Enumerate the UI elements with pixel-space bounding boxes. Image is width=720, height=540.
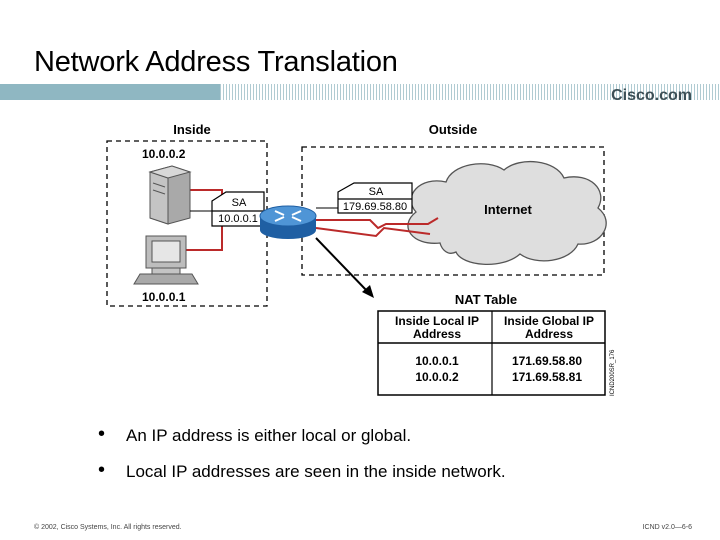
nat-diagram: Inside Outside Internet 10.0.0.2 10.0.0.… (106, 122, 616, 396)
bullet-item: • An IP address is either local or global… (98, 423, 506, 446)
bullet-dot-icon: • (98, 459, 106, 481)
bullet-text: An IP address is either local or global. (126, 426, 412, 445)
nat-table (377, 310, 606, 396)
slide-title: Network Address Translation (34, 46, 398, 78)
inside-label: Inside (173, 122, 211, 137)
pc-ip-label: 10.0.0.1 (142, 290, 186, 304)
bullet-list: • An IP address is either local or global… (98, 423, 506, 498)
server-ip-label: 10.0.0.2 (142, 147, 186, 161)
bullet-item: • Local IP addresses are seen in the insi… (98, 459, 506, 482)
internet-cloud-icon (407, 160, 607, 266)
inside-region (106, 140, 268, 307)
table-header-global-line2: Address (525, 327, 573, 341)
sa-inside-ip: 10.0.0.1 (218, 213, 258, 225)
header-bar-pattern (220, 84, 720, 100)
server-icon (148, 165, 192, 225)
footer-copyright: © 2002, Cisco Systems, Inc. All rights r… (34, 524, 182, 531)
sa-inside-label: SA (232, 197, 247, 209)
figure-id: ICND200SR_176 (610, 349, 616, 396)
outside-label: Outside (429, 122, 477, 137)
footer-course-id: ICND v2.0—6-6 (642, 524, 692, 531)
table-header-local-line1: Inside Local IP (395, 314, 479, 328)
header-bar (0, 84, 720, 100)
brand-logo-text: Cisco.com (611, 87, 692, 104)
sa-outside-label: SA (369, 186, 384, 198)
table-header-local-line2: Address (413, 327, 461, 341)
table-cell: 171.69.58.81 (512, 370, 582, 384)
router-icon (259, 205, 317, 239)
pc-icon (133, 235, 199, 285)
nat-table-title: NAT Table (455, 292, 517, 307)
bullet-text: Local IP addresses are seen in the insid… (126, 462, 506, 481)
sa-outside-ip: 179.69.58.80 (343, 201, 407, 213)
bullet-dot-icon: • (98, 423, 106, 445)
table-header-global-line1: Inside Global IP (504, 314, 594, 328)
table-cell: 10.0.0.2 (415, 370, 459, 384)
internet-label: Internet (484, 202, 532, 217)
table-cell: 171.69.58.80 (512, 354, 582, 368)
header-bar-solid (0, 84, 220, 100)
sa-outside-flag (316, 182, 413, 214)
router-to-table-arrow (315, 237, 374, 298)
sa-inside-flag (190, 191, 265, 227)
table-cell: 10.0.0.1 (415, 354, 459, 368)
